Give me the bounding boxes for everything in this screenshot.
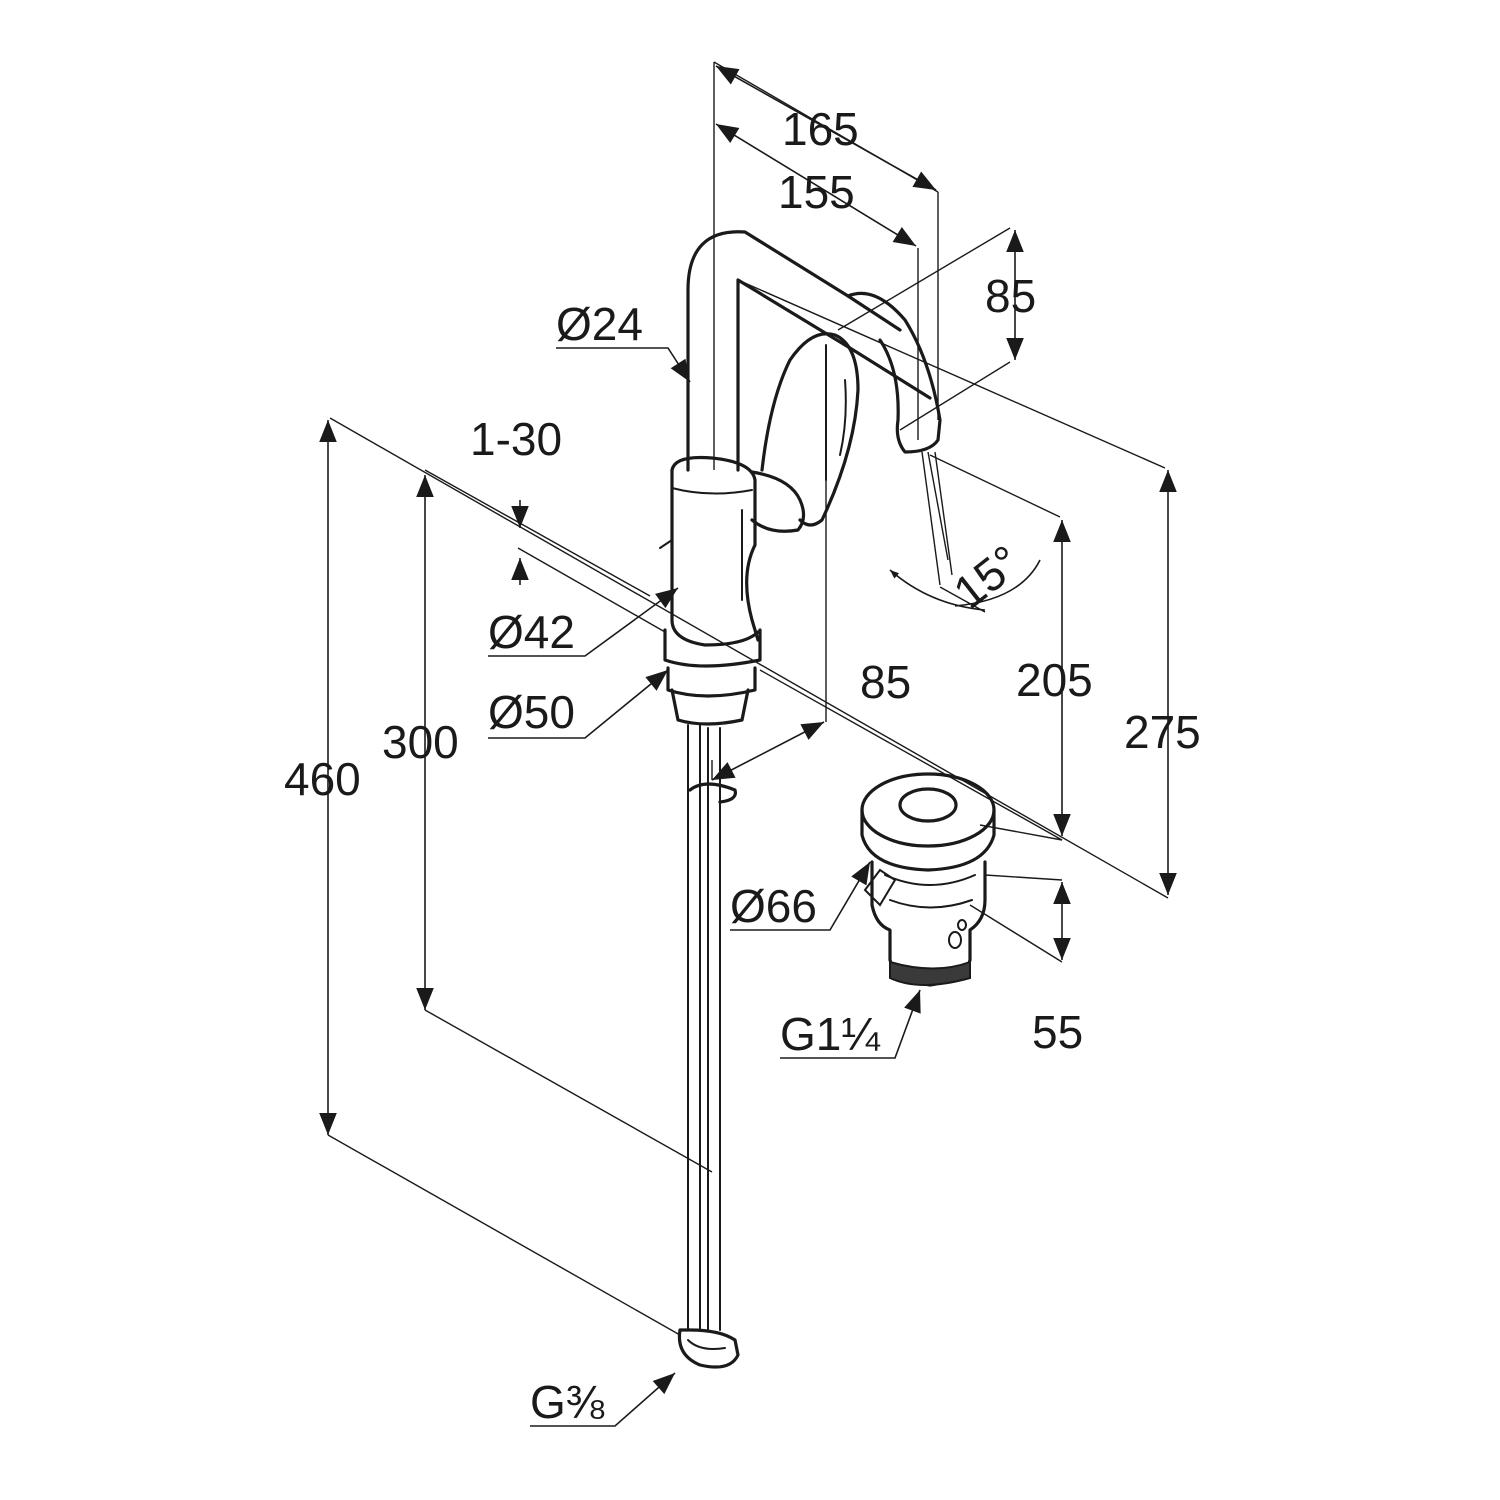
label-155: 155 bbox=[778, 166, 855, 218]
label-85-mid: 85 bbox=[860, 656, 911, 708]
label-300: 300 bbox=[382, 716, 459, 768]
label-diameter-50: Ø50 bbox=[488, 686, 575, 738]
hose-connector bbox=[677, 1328, 740, 1369]
label-460: 460 bbox=[284, 753, 361, 805]
label-g3-8: G⅜ bbox=[530, 1376, 605, 1428]
label-diameter-42: Ø42 bbox=[488, 606, 575, 658]
label-55: 55 bbox=[1032, 1006, 1083, 1058]
lever-handle bbox=[760, 332, 860, 527]
label-275: 275 bbox=[1124, 706, 1201, 758]
main-body bbox=[670, 455, 760, 647]
supply-hoses bbox=[677, 724, 740, 1369]
dimension-labels: 165 155 85 Ø24 1-30 15° Ø42 85 205 Ø50 2… bbox=[284, 103, 1201, 1428]
drain-cap bbox=[860, 772, 996, 848]
label-1-30: 1-30 bbox=[470, 413, 562, 465]
label-165: 165 bbox=[782, 103, 859, 155]
label-g1-1-4: G1¼ bbox=[780, 1008, 880, 1060]
label-diameter-66: Ø66 bbox=[730, 880, 817, 932]
base-ring bbox=[663, 628, 762, 726]
label-85-top: 85 bbox=[985, 270, 1036, 322]
drain-assembly bbox=[860, 772, 996, 987]
spout-head bbox=[846, 291, 942, 454]
dimension-lines bbox=[319, 61, 1177, 1427]
label-diameter-24: Ø24 bbox=[556, 298, 643, 350]
lever-joint bbox=[750, 470, 806, 533]
faucet-body bbox=[659, 230, 942, 726]
label-205: 205 bbox=[1016, 654, 1093, 706]
spout-tube bbox=[686, 230, 932, 472]
